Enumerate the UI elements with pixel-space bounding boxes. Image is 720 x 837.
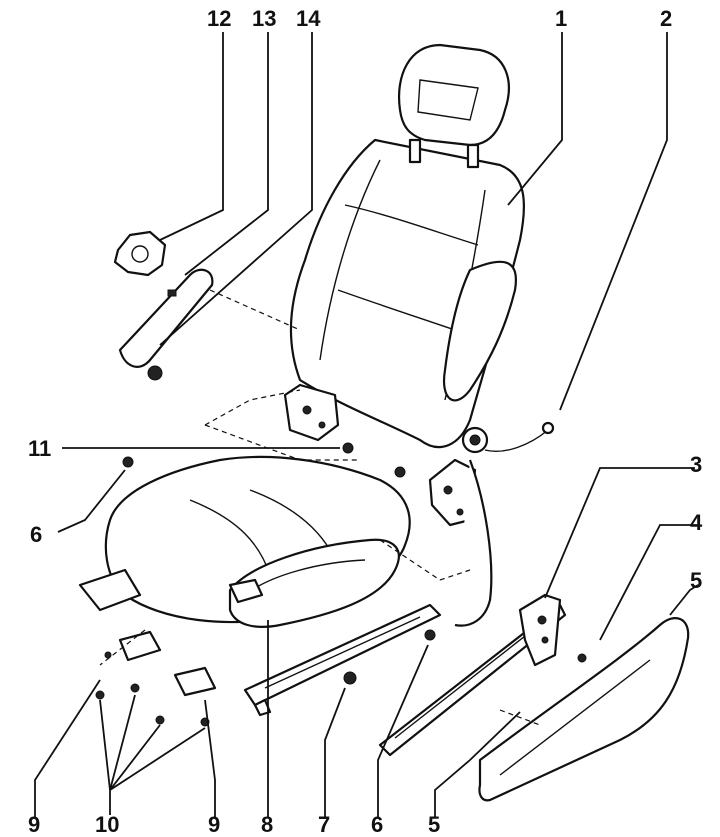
callout-1: 1 (555, 6, 567, 31)
callout-5-top: 5 (690, 568, 702, 593)
callout-7: 7 (318, 812, 330, 837)
callout-3: 3 (690, 452, 702, 477)
release-cable (484, 429, 549, 452)
adjuster-lever (118, 268, 214, 368)
recline-hinge-left (283, 383, 340, 442)
callout-5-bottom: 5 (428, 812, 440, 837)
callout-10: 10 (95, 812, 119, 837)
side-trim-panel (478, 617, 690, 802)
backrest (289, 138, 526, 449)
callout-2: 2 (660, 6, 672, 31)
callout-9-left: 9 (28, 812, 40, 837)
callout-8: 8 (261, 812, 273, 837)
callout-14: 14 (296, 6, 321, 31)
fasteners (95, 442, 587, 727)
leader-lines (34, 32, 699, 818)
headrest (397, 43, 510, 169)
front-adjuster (78, 568, 264, 697)
alignment-lines (99, 289, 541, 726)
seat-frame-rear (454, 459, 493, 627)
callout-6-left: 6 (30, 522, 42, 547)
adjuster-knob (113, 230, 167, 277)
seat-cushion (104, 455, 411, 628)
lever-screw (147, 365, 163, 381)
callout-6-bottom: 6 (371, 812, 383, 837)
seat-rail-inner (243, 603, 442, 717)
callout-9-right: 9 (208, 812, 220, 837)
seat-rail-outer (378, 593, 567, 757)
callout-11: 11 (28, 436, 51, 461)
callout-4: 4 (690, 510, 703, 535)
callout-12: 12 (207, 6, 231, 31)
cable-end-clip (541, 421, 555, 435)
callout-labels: 1 2 3 4 5 12 13 14 11 6 9 10 9 8 7 6 5 (28, 6, 703, 837)
callout-13: 13 (252, 6, 276, 31)
